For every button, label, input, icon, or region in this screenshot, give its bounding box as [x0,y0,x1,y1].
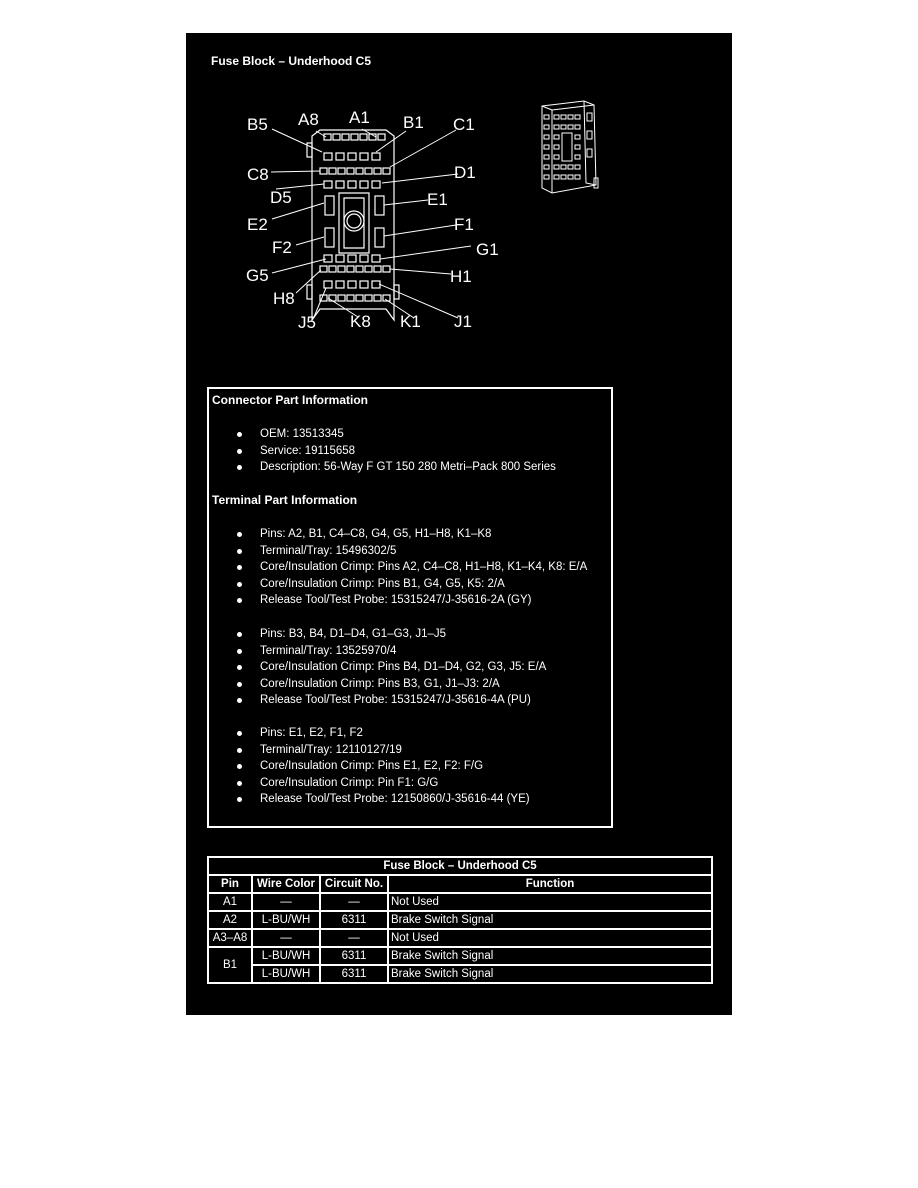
pin-label-a1: A1 [349,108,370,127]
column-header: Function [387,874,713,894]
center-post [338,192,370,254]
pin-label-d5: D5 [270,188,292,207]
pin-label-e1: E1 [427,190,448,209]
pin-cell: A1 [207,892,253,912]
connector-info-list: OEM: 13513345 Service: 19115658 Descript… [209,426,556,476]
table-title: Fuse Block – Underhood C5 [207,856,713,876]
table-row: A1 — — Not Used [207,892,713,912]
pin-label-h1: H1 [450,267,472,286]
wire-color-cell: L-BU/WH [251,964,321,984]
pin-label-g5: G5 [246,266,269,285]
list-item: Core/Insulation Crimp: Pins E1, E2, F2: … [209,758,530,775]
pin-label-h8: H8 [273,289,295,308]
cavity-f1 [374,227,385,248]
list-item: Terminal/Tray: 15496302/5 [209,543,587,560]
pin-label-g1: G1 [476,240,499,259]
cavity-e1 [374,195,385,216]
cavity-e2 [324,195,335,216]
function-cell: Brake Switch Signal [387,910,713,930]
pin-label-c1: C1 [453,115,475,134]
table-row: A2 L-BU/WH 6311 Brake Switch Signal [207,910,713,930]
list-item: Terminal/Tray: 13525970/4 [209,643,546,660]
list-item: Core/Insulation Crimp: Pins B1, G4, G5, … [209,576,587,593]
table-row: B1 L-BU/WH 6311 Brake Switch Signal [207,946,713,984]
pin-cell: A3–A8 [207,928,253,948]
column-header: Circuit No. [319,874,389,894]
terminal-info-title: Terminal Part Information [212,493,358,507]
cavity-row-j [323,280,381,289]
list-item: Release Tool/Test Probe: 12150860/J-3561… [209,791,530,808]
list-item: Description: 56-Way F GT 150 280 Metri–P… [209,459,556,476]
table-header-row: Pin Wire Color Circuit No. Function [207,874,713,894]
pin-label-b5: B5 [247,115,268,134]
pin-table: Fuse Block – Underhood C5 Pin Wire Color… [207,856,713,984]
list-item: Pins: B3, B4, D1–D4, G1–G3, J1–J5 [209,626,546,643]
table-row: A3–A8 — — Not Used [207,928,713,948]
list-item: Release Tool/Test Probe: 15315247/J-3561… [209,592,587,609]
pin-label-k1: K1 [400,312,421,331]
pin-label-f1: F1 [454,215,474,234]
list-item: Core/Insulation Crimp: Pins B4, D1–D4, G… [209,659,546,676]
pin-label-k8: K8 [350,312,371,331]
cavity-row-b [323,152,381,161]
wire-color-cell: L-BU/WH [251,910,321,930]
function-cell: Not Used [387,892,713,912]
table-row: L-BU/WH 6311 Brake Switch Signal [208,964,713,984]
connector-face-diagram: B5 A8 A1 B1 C1 C8 D1 D5 E1 E2 F1 F2 G1 G… [246,100,599,332]
cavity-row-g [323,254,381,263]
connector-3d-view [541,100,599,194]
pin-label-d1: D1 [454,163,476,182]
pin-label-f2: F2 [272,238,292,257]
wire-color-cell: L-BU/WH [251,946,321,966]
document-panel: Fuse Block – Underhood C5 [186,33,732,1015]
cavity-f2 [324,227,335,248]
cavity-row-h [319,265,391,273]
terminal-group-2: Pins: B3, B4, D1–D4, G1–G3, J1–J5 Termin… [209,626,546,709]
cavity-row-c [319,167,391,175]
cavity-row-k [319,294,391,302]
pin-cell: B1 [207,946,253,984]
list-item: Terminal/Tray: 12110127/19 [209,742,530,759]
list-item: Core/Insulation Crimp: Pins A2, C4–C8, H… [209,559,587,576]
function-cell: Brake Switch Signal [387,964,713,984]
list-item: Release Tool/Test Probe: 15315247/J-3561… [209,692,546,709]
pin-label-a8: A8 [298,110,319,129]
center-bolt [343,210,365,232]
wire-color-cell: — [251,892,321,912]
pin-label-j1: J1 [454,312,472,331]
circuit-cell: 6311 [319,910,389,930]
list-item: Core/Insulation Crimp: Pin F1: G/G [209,775,530,792]
cavity-row-d [323,180,381,189]
list-item: Core/Insulation Crimp: Pins B3, G1, J1–J… [209,676,546,693]
pin-label-c8: C8 [247,165,269,184]
wire-color-cell: — [251,928,321,948]
part-information-box: Connector Part Information OEM: 13513345… [207,387,613,828]
pin-label-b1: B1 [403,113,424,132]
connector-info-title: Connector Part Information [212,393,369,407]
column-header: Pin [207,874,253,894]
pin-cell: A2 [207,910,253,930]
list-item: OEM: 13513345 [209,426,556,443]
circuit-cell: — [319,892,389,912]
list-item: Service: 19115658 [209,443,556,460]
function-cell: Not Used [387,928,713,948]
circuit-cell: — [319,928,389,948]
circuit-cell: 6311 [319,964,389,984]
terminal-group-1: Pins: A2, B1, C4–C8, G4, G5, H1–H8, K1–K… [209,526,587,609]
column-header: Wire Color [251,874,321,894]
pin-label-e2: E2 [247,215,268,234]
circuit-cell: 6311 [319,946,389,966]
terminal-group-3: Pins: E1, E2, F1, F2 Terminal/Tray: 1211… [209,725,530,808]
page-title: Fuse Block – Underhood C5 [211,54,372,68]
leader-lines [270,128,472,319]
list-item: Pins: E1, E2, F1, F2 [209,725,530,742]
function-cell: Brake Switch Signal [387,946,713,966]
list-item: Pins: A2, B1, C4–C8, G4, G5, H1–H8, K1–K… [209,526,587,543]
pin-label-j5: J5 [298,313,316,332]
